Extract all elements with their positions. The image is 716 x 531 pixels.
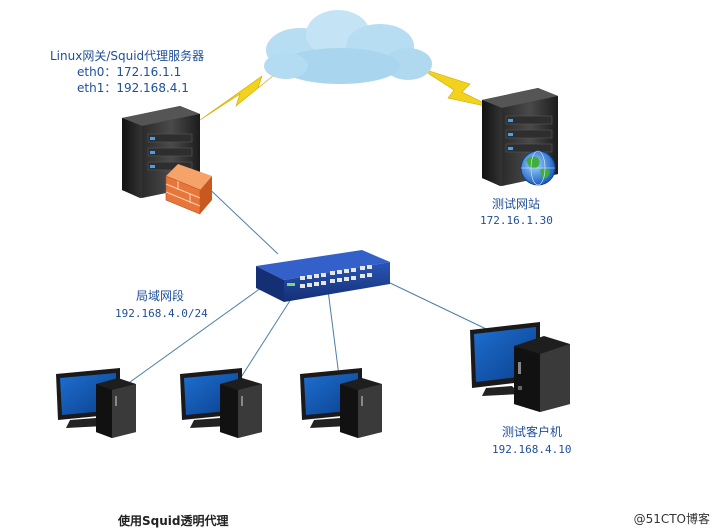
lan-cidr: 192.168.4.0/24 xyxy=(115,307,208,320)
client-ip: 192.168.4.10 xyxy=(492,443,572,456)
gateway-title: Linux网关/Squid代理服务器 xyxy=(50,49,205,63)
link-switch-pc1 xyxy=(129,279,273,383)
website-title: 测试网站 xyxy=(492,197,541,211)
watermark: @51CTO博客 xyxy=(633,512,710,526)
lan-pc-2-icon xyxy=(180,368,262,438)
lan-pc-1-icon xyxy=(56,368,136,438)
globe-icon xyxy=(520,150,556,186)
network-switch-icon xyxy=(256,250,390,302)
client-title: 测试客户机 xyxy=(502,425,563,439)
lan-title: 局域网段 xyxy=(136,289,185,303)
website-ip: 172.16.1.30 xyxy=(480,214,553,227)
link-switch-pc2 xyxy=(237,284,301,383)
gateway-eth1: eth1：192.168.4.1 xyxy=(77,81,189,95)
gateway-eth0: eth0：172.16.1.1 xyxy=(77,65,182,79)
link-switch-pc3 xyxy=(327,289,341,385)
lan-pc-3-icon xyxy=(300,368,382,438)
test-client-pc-icon xyxy=(470,322,570,412)
diagram-caption: 使用Squid透明代理 xyxy=(118,514,229,528)
firewall-icon xyxy=(165,164,212,215)
link-gateway-switch xyxy=(199,179,279,255)
network-links xyxy=(129,179,506,385)
internet-cloud-icon xyxy=(264,10,432,84)
